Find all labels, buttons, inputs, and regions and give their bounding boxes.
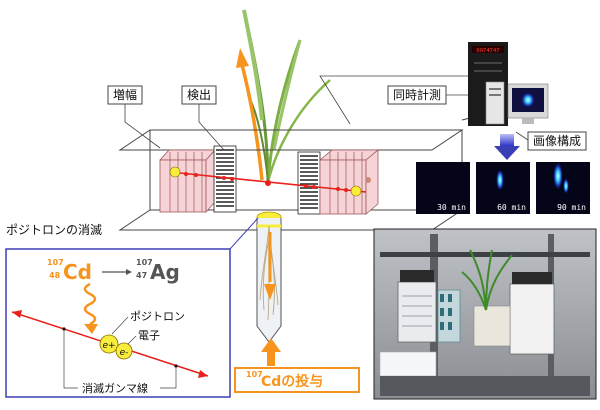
photo-tray: [379, 351, 437, 377]
down-arrow: [494, 134, 520, 160]
left-detector: [159, 145, 237, 214]
positron-label: ポジトロン: [130, 310, 185, 323]
time-frames: 30 min 60 min 90 min: [416, 162, 590, 214]
left-particle-icon: [169, 166, 181, 178]
label-coincidence-text: 同時計測: [393, 87, 441, 102]
photo-left-detector: [397, 270, 437, 343]
annihilation-title: ポジトロンの消滅: [6, 223, 102, 237]
dose-arrow: [261, 338, 281, 366]
device-display: 0074747: [476, 48, 499, 54]
electron-particle: e-: [115, 342, 133, 360]
gamma-label: 消滅ガンマ線: [82, 381, 148, 395]
frame-90min: 90 min: [536, 162, 590, 214]
pc-tower: [485, 81, 505, 125]
label-detect-text: 検出: [187, 88, 211, 102]
reaction-equation: 107 48 Cd 107 47 Ag: [47, 258, 180, 284]
label-coincidence: 同時計測: [319, 75, 468, 125]
transport-arrow: [236, 48, 264, 181]
dose-box: 107 Cdの投与: [234, 367, 360, 393]
gamma-ray-line: [169, 166, 371, 197]
frame-30-label: 30 min: [437, 203, 466, 212]
electron-label: 電子: [138, 329, 160, 342]
daughter-mass: 107: [136, 258, 153, 267]
positron-symbol: e+: [102, 341, 115, 351]
dose-mass-number: 107: [246, 370, 263, 379]
parent-symbol: Cd: [63, 260, 92, 284]
electron-symbol: e-: [120, 348, 129, 358]
annihilation-point: [265, 180, 271, 186]
frame-90-label: 90 min: [557, 203, 586, 212]
label-image-build: 画像構成: [515, 131, 587, 151]
left-pmt-array: [213, 145, 237, 213]
label-amplify: 増幅: [107, 85, 161, 149]
photo-scintillator: [437, 289, 461, 343]
parent-mass: 107: [47, 258, 64, 267]
pc-monitor: [507, 83, 549, 124]
positron-particle: e+: [99, 334, 119, 354]
parent-number: 48: [49, 271, 61, 280]
right-source-dot: [365, 177, 371, 183]
daughter-number: 47: [136, 271, 147, 280]
label-amplify-text: 増幅: [113, 87, 137, 102]
dose-text: Cdの投与: [261, 374, 323, 390]
right-detector: [297, 149, 380, 215]
right-pmt-array: [297, 151, 321, 215]
apparatus-photo: [373, 228, 597, 400]
daughter-symbol: Ag: [150, 260, 180, 284]
emission-wave: [83, 282, 97, 326]
photo-right-detector: [473, 272, 555, 355]
label-detect: 検出: [181, 85, 225, 151]
label-image-build-text: 画像構成: [533, 134, 581, 148]
photo-plant: [461, 249, 513, 311]
root-tube: [256, 211, 282, 343]
frame-60-label: 60 min: [497, 203, 526, 212]
right-particle-icon: [350, 185, 362, 197]
frame-30min: 30 min: [416, 162, 470, 214]
annihilation-panel: 107 48 Cd 107 47 Ag e+ e- ポジトロン 電: [5, 248, 231, 398]
frame-60min: 60 min: [476, 162, 530, 214]
